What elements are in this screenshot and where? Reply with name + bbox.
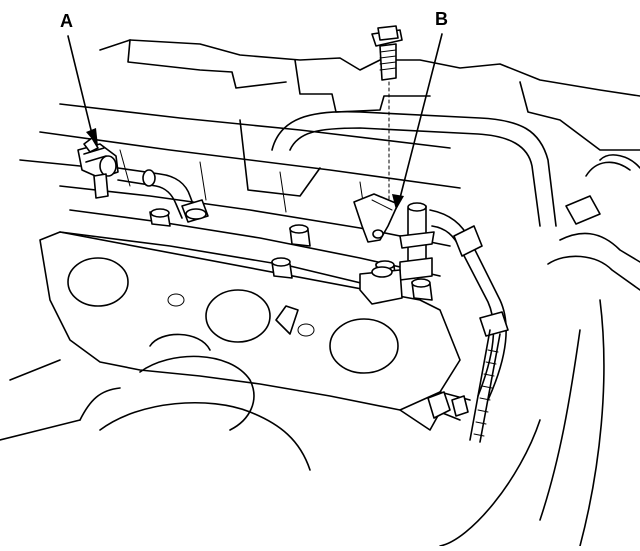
cylinder-head: [19, 103, 461, 291]
flange-bolt: [371, 25, 403, 81]
hose-clamp-a: [77, 137, 119, 199]
callout-label-a: A: [60, 11, 73, 31]
leader-line-a: [67, 35, 98, 146]
pcv-pipe: [117, 167, 209, 223]
leader-line-b: [392, 33, 443, 210]
callout-label-b: B: [435, 9, 448, 29]
coolant-hose: [271, 110, 557, 227]
ribbed-hose: [469, 329, 501, 443]
hose-clamp-right: [429, 209, 509, 401]
exhaust-manifold: [39, 231, 461, 411]
engine-background-outline: [99, 39, 640, 197]
lower-structure: [0, 333, 471, 471]
right-hoses: [439, 154, 640, 547]
bracket-b: [353, 193, 435, 305]
